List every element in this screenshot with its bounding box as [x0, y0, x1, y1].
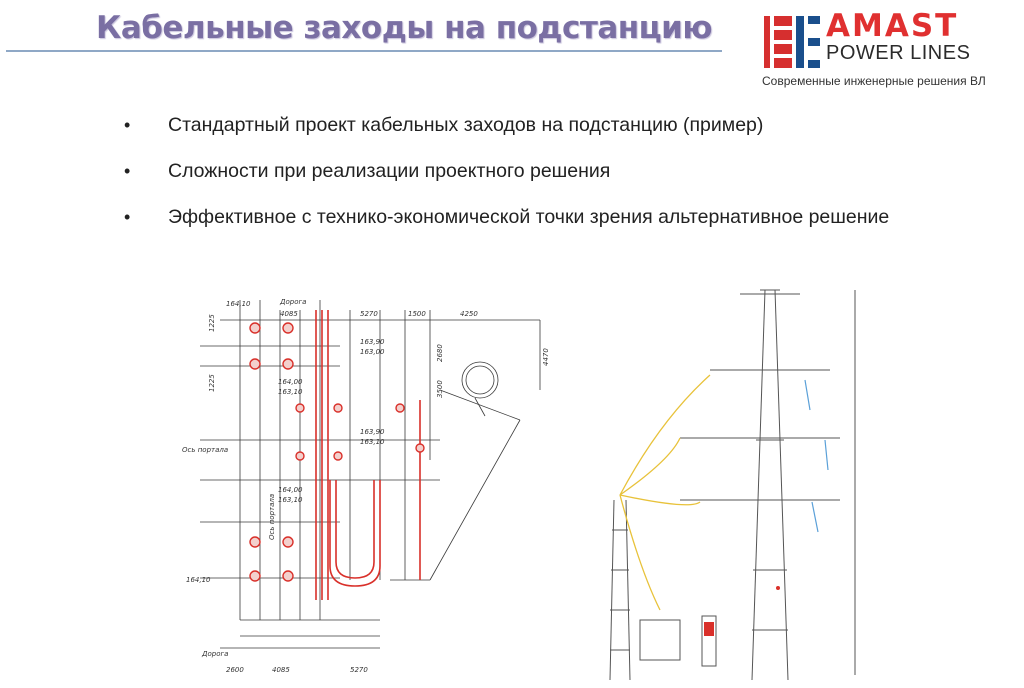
- bullet-dot-icon: •: [124, 207, 131, 227]
- company-logo: AMAST POWER LINES Современные инженерные…: [760, 8, 1012, 90]
- road-bottom-label: Дорога: [201, 650, 228, 658]
- transmission-tower-drawing: [609, 289, 856, 681]
- dim-left-label: 1225: [208, 314, 216, 332]
- bullet-dot-icon: •: [124, 161, 131, 181]
- elevation-label: 164,10: [226, 300, 251, 308]
- bullet-text: Сложности при реализации проектного реше…: [168, 160, 611, 182]
- elevation-label: 163,90: [360, 428, 385, 436]
- dim-top-label: 4085: [280, 310, 298, 318]
- dim-top-label: 5270: [360, 310, 378, 318]
- bullet-item: • Эффективное с технико-экономической то…: [122, 194, 1002, 240]
- bullet-text: Эффективное с технико-экономической точк…: [168, 206, 890, 228]
- cable-entry-plan-drawing: Дорога Дорога Ось портала Ось портала 40…: [182, 298, 550, 674]
- elevation-label: 163,10: [278, 496, 303, 504]
- bullet-item: • Стандартный проект кабельных заходов н…: [122, 102, 1002, 148]
- dim-bottom-label: 2600: [226, 666, 244, 674]
- bullet-dot-icon: •: [124, 115, 131, 135]
- road-top-label: Дорога: [279, 298, 306, 306]
- slide-title: Кабельные заходы на подстанцию: [96, 10, 713, 46]
- dim-right-label: 2680: [436, 344, 444, 362]
- dim-left-label: 1225: [208, 374, 216, 392]
- elevation-label: 164,00: [278, 486, 303, 494]
- bullet-text: Стандартный проект кабельных заходов на …: [168, 114, 764, 136]
- dim-top-label: 4250: [460, 310, 478, 318]
- logo-name: AMAST: [826, 8, 959, 44]
- portal-axis-label: Ось портала: [182, 446, 228, 454]
- elevation-label: 163,00: [360, 348, 385, 356]
- dim-right-label: 4470: [542, 348, 550, 366]
- dim-bottom-label: 5270: [350, 666, 368, 674]
- portal-axis-vertical-label: Ось портала: [268, 494, 276, 540]
- elevation-label: 163,10: [360, 438, 385, 446]
- dim-bottom-label: 4085: [272, 666, 290, 674]
- dim-right-label: 3500: [436, 380, 444, 398]
- bullet-list: • Стандартный проект кабельных заходов н…: [122, 102, 1002, 240]
- logo-emblem-icon: [762, 12, 822, 72]
- logo-tagline: Современные инженерные решения ВЛ: [762, 74, 986, 88]
- elevation-label: 164,00: [278, 378, 303, 386]
- elevation-label: 163,10: [278, 388, 303, 396]
- elevation-label: 164,10: [186, 576, 211, 584]
- logo-subtitle: POWER LINES: [826, 42, 971, 64]
- dim-top-label: 1500: [408, 310, 426, 318]
- elevation-label: 163,90: [360, 338, 385, 346]
- bullet-item: • Сложности при реализации проектного ре…: [122, 148, 1002, 194]
- title-underline: [6, 50, 722, 52]
